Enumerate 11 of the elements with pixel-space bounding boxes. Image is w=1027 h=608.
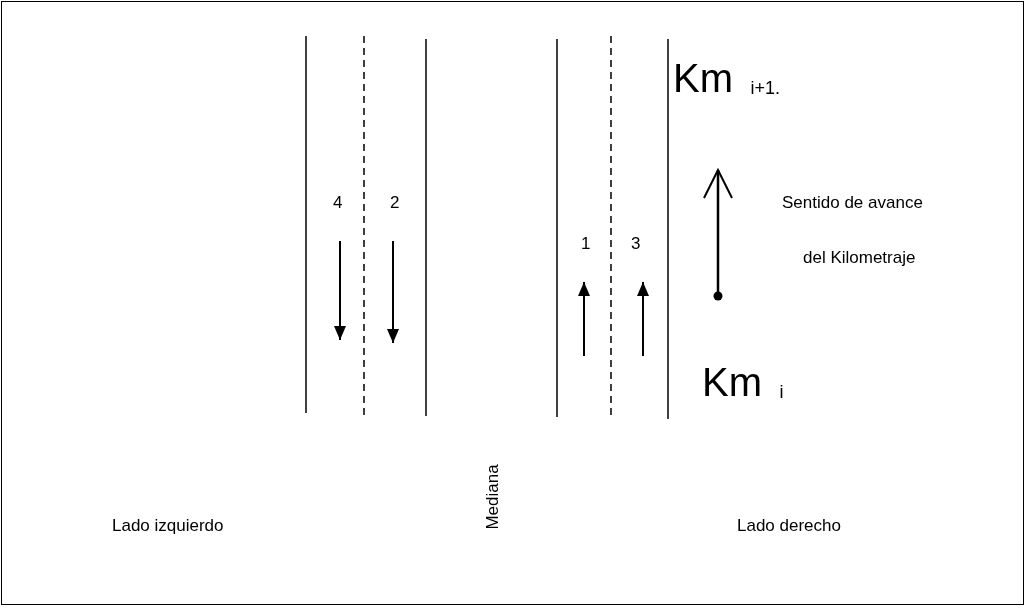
text-label: del Kilometraje <box>803 249 916 266</box>
text-label: Lado izquierdo <box>112 517 224 534</box>
kilometer-marker: Km $_{i+1.}$ <box>673 58 780 98</box>
text-label: 4 <box>333 194 343 211</box>
text-label: 3 <box>631 235 641 252</box>
text-label: Sentido de avance <box>782 194 923 211</box>
text-label: 2 <box>390 194 400 211</box>
text-label: 1 <box>581 235 591 252</box>
text-label: Mediana <box>483 464 501 530</box>
kilometer-marker: Km $_{i}$ <box>702 362 784 402</box>
text-label: Lado derecho <box>737 517 841 534</box>
